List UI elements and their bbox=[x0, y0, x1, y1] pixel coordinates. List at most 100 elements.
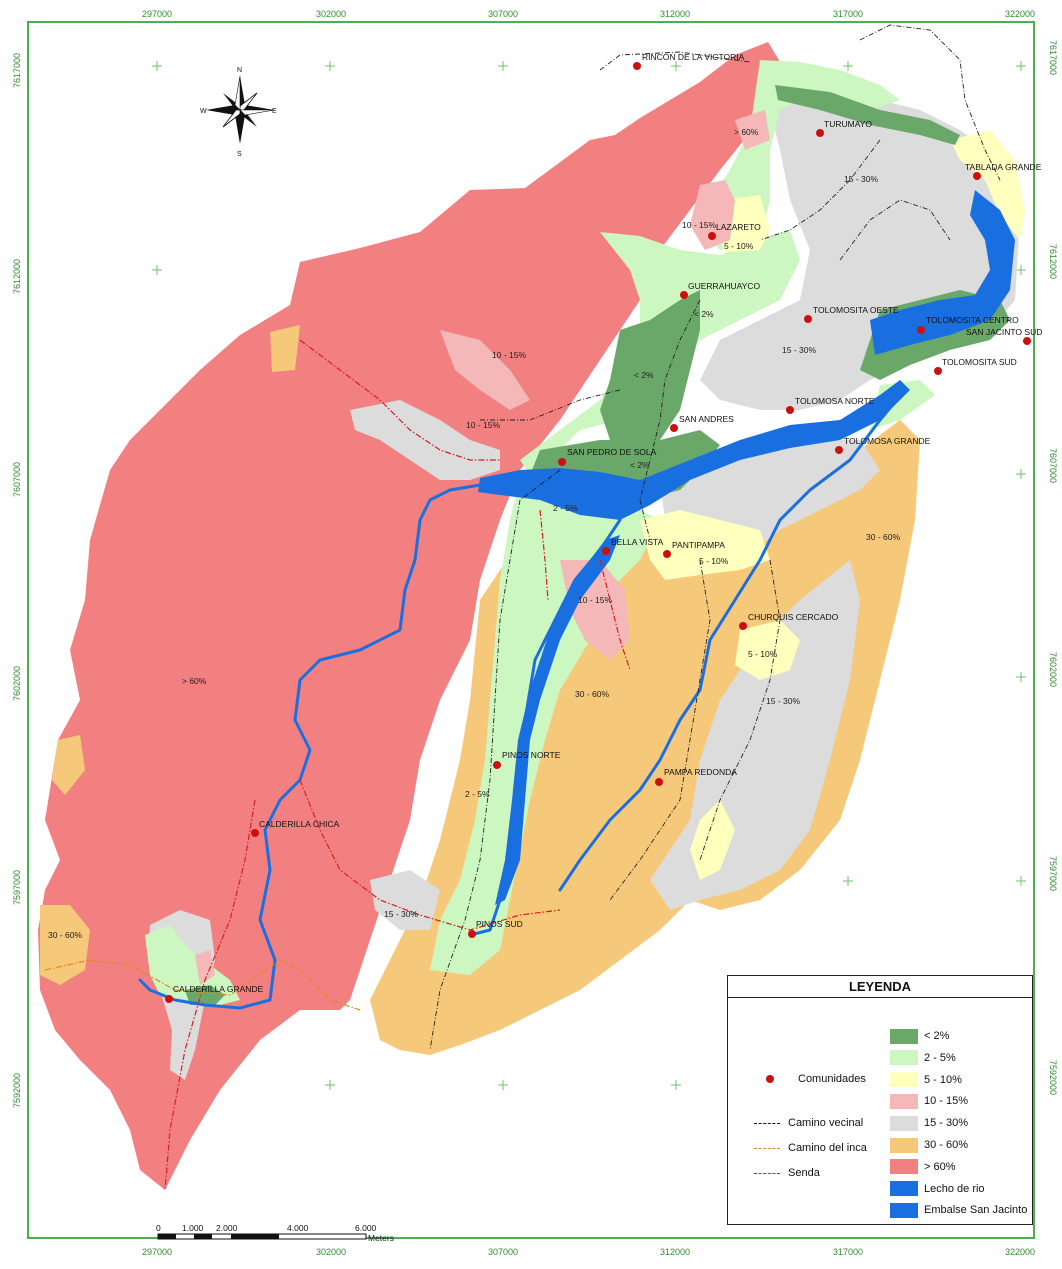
slope-zone-5-10-pantipampa bbox=[640, 510, 770, 580]
legend-camino-vecinal: Camino vecinal bbox=[754, 1117, 863, 1129]
community-dot bbox=[917, 326, 925, 334]
legend-title: LEYENDA bbox=[728, 976, 1032, 998]
west-label: W bbox=[200, 108, 207, 115]
legend-senda: Senda bbox=[754, 1167, 820, 1179]
senda-lines bbox=[164, 339, 631, 1191]
slope-zone-5-10-north bbox=[950, 130, 1025, 240]
zone-label: 10 - 15% bbox=[578, 595, 612, 605]
slope-zone-30-60-west2 bbox=[52, 735, 85, 795]
river-main bbox=[138, 483, 482, 1010]
bottom-coord: 297000 bbox=[142, 1247, 172, 1257]
legend-class-row: 10 - 15% bbox=[890, 1093, 968, 1109]
legend-class-label: 30 - 60% bbox=[924, 1139, 969, 1151]
community-label: SAN PEDRO DE SOLA bbox=[567, 447, 657, 457]
north-label: N bbox=[237, 67, 242, 74]
bottom-coord: 317000 bbox=[833, 1247, 863, 1257]
right-coord: 7617000 bbox=[1048, 40, 1058, 75]
community-label: PINOS SUD bbox=[476, 919, 523, 929]
scale-tick: 0 bbox=[156, 1223, 161, 1233]
community-dot bbox=[804, 315, 812, 323]
top-coord: 297000 bbox=[142, 9, 172, 19]
bottom-coordinate-labels: 297000 302000 307000 312000 317000 32200… bbox=[142, 1247, 1035, 1257]
legend-swatch bbox=[890, 1093, 918, 1109]
legend-class-label: < 2% bbox=[924, 1030, 950, 1042]
community-dot bbox=[663, 550, 671, 558]
right-coord: 7597000 bbox=[1048, 856, 1058, 891]
slope-zone-2-5-calderilla bbox=[145, 925, 240, 1005]
legend-swatch bbox=[890, 1072, 918, 1088]
legend-comunidades-label: Comunidades bbox=[798, 1073, 866, 1085]
legend-class-label: > 60% bbox=[924, 1160, 956, 1173]
zone-label: > 60% bbox=[734, 127, 759, 137]
legend-swatch bbox=[890, 1202, 918, 1218]
bottom-coord: 322000 bbox=[1005, 1247, 1035, 1257]
slope-zone-10-15-fingers bbox=[440, 330, 530, 410]
legend-class-label: Embalse San Jacinto bbox=[924, 1204, 1028, 1217]
community-label: TOLOMOSITA CENTRO bbox=[926, 315, 1019, 325]
slope-zone-5-10-churquis bbox=[735, 620, 800, 680]
zone-label: 5 - 10% bbox=[699, 556, 729, 566]
zone-label: 15 - 30% bbox=[782, 345, 816, 355]
river-south bbox=[558, 388, 907, 892]
legend-class-row: 30 - 60% bbox=[890, 1137, 968, 1153]
community-dot bbox=[680, 291, 688, 299]
legend-class-row: 2 - 5% bbox=[890, 1050, 956, 1066]
community-label: TOLOMOSITA SUD bbox=[942, 357, 1017, 367]
scale-tick: 4.000 bbox=[287, 1223, 309, 1233]
legend-class-label: 5 - 10% bbox=[924, 1073, 962, 1086]
legend-panel: LEYENDA Comunidades Camino vecinal Camin… bbox=[727, 975, 1033, 1225]
camino-vecinal-line-icon bbox=[754, 1122, 780, 1124]
scale-tick: 2.000 bbox=[216, 1223, 238, 1233]
community-label: CALDERILLA CHICA bbox=[259, 819, 340, 829]
community-dot bbox=[708, 232, 716, 240]
legend-swatch bbox=[890, 1028, 918, 1044]
top-coord: 312000 bbox=[660, 9, 690, 19]
zone-label: 10 - 15% bbox=[682, 220, 716, 230]
slope-zone-10-15-calderilla bbox=[195, 950, 215, 985]
zone-label: 5 - 10% bbox=[748, 649, 778, 659]
river-pinos bbox=[468, 518, 622, 937]
legend-class-label: 2 - 5% bbox=[924, 1051, 956, 1064]
community-label: PAMPA REDONDA bbox=[664, 767, 737, 777]
zone-label: < 2% bbox=[634, 370, 654, 380]
legend-senda-label: Senda bbox=[788, 1167, 820, 1179]
embalse-san-jacinto bbox=[870, 190, 1015, 355]
camino-inca-line-icon bbox=[754, 1147, 780, 1149]
legend-swatch bbox=[890, 1115, 918, 1131]
slope-zone-30-60-west bbox=[40, 905, 90, 985]
zone-label: 15 - 30% bbox=[766, 696, 800, 706]
community-label: CHURQUIS CERCADO bbox=[748, 612, 839, 622]
zone-label: 10 - 15% bbox=[466, 420, 500, 430]
legend-swatch bbox=[890, 1137, 918, 1153]
community-label: CALDERILLA GRANDE bbox=[173, 984, 264, 994]
zone-label: 5 - 10% bbox=[724, 241, 754, 251]
legend-swatch bbox=[890, 1050, 918, 1066]
south-label: S bbox=[237, 151, 242, 158]
community-dot bbox=[1023, 337, 1031, 345]
zone-label: 2 - 5% bbox=[465, 789, 490, 799]
legend-class-label: 15 - 30% bbox=[924, 1117, 969, 1130]
scale-bar: 0 1.000 2.000 4.000 6.000 Meters bbox=[156, 1223, 394, 1243]
community-label: GUERRAHUAYCO bbox=[688, 281, 760, 291]
top-coordinate-labels: 297000 302000 307000 312000 317000 32200… bbox=[142, 9, 1035, 19]
community-label: TABLADA GRANDE bbox=[965, 162, 1042, 172]
zone-label: 30 - 60% bbox=[575, 689, 609, 699]
slope-zone-10-15-north bbox=[690, 180, 735, 250]
community-dot bbox=[786, 406, 794, 414]
community-labels: RINCON DE LA VICTORIA TURUMAYO TABLADA G… bbox=[173, 52, 1042, 994]
bottom-coord: 302000 bbox=[316, 1247, 346, 1257]
zone-label: 15 - 30% bbox=[844, 174, 878, 184]
zone-label: 30 - 60% bbox=[48, 930, 82, 940]
zone-label: 15 - 30% bbox=[384, 909, 418, 919]
senda-line-icon bbox=[754, 1172, 780, 1174]
left-coord: 7602000 bbox=[12, 666, 22, 701]
slope-zone-10-15-north2 bbox=[735, 110, 770, 150]
left-coord: 7612000 bbox=[12, 259, 22, 294]
slope-zone-30-60-north bbox=[270, 325, 300, 372]
legend-class-row: < 2% bbox=[890, 1028, 949, 1044]
community-dot bbox=[670, 424, 678, 432]
community-dot bbox=[739, 622, 747, 630]
right-coord: 7607000 bbox=[1048, 448, 1058, 483]
top-coord: 307000 bbox=[488, 9, 518, 19]
